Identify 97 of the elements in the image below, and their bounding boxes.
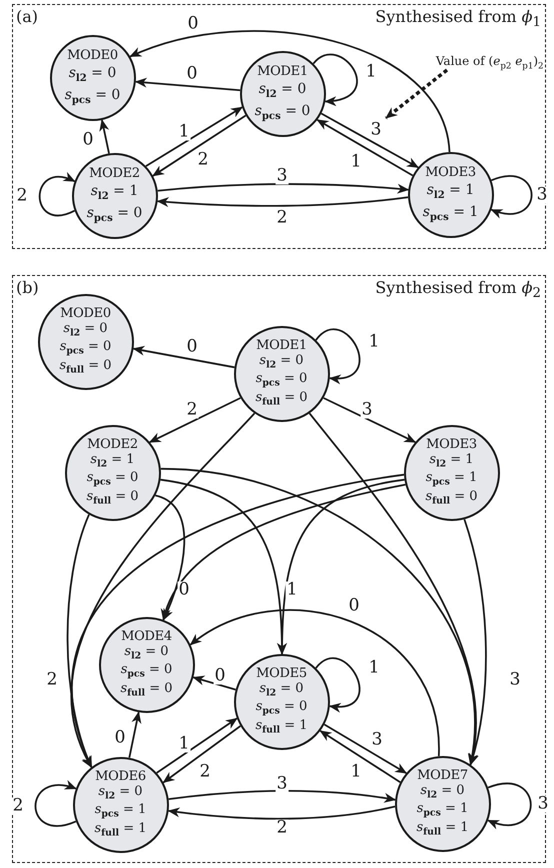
- state-equation: s$_{pcs}$ = 0: [64, 86, 120, 106]
- transition-arrow: [464, 519, 487, 766]
- edge-label: 1: [178, 124, 190, 140]
- annotation-text: Value of (e$_{p2}$ e$_{p1}$)$_{2}$: [408, 52, 544, 75]
- transition-arrow: [316, 119, 414, 176]
- transition-arrow: [315, 657, 360, 712]
- transition-arrow: [487, 782, 532, 828]
- state-equation: s$_{full}$ = 0: [425, 490, 478, 508]
- state-equation: s$_{pcs}$ = 0: [256, 372, 308, 390]
- state-name: MODE1: [257, 64, 308, 80]
- transition-arrow: [320, 730, 401, 783]
- transition-arrow: [38, 172, 76, 216]
- state-equation: s$_{pcs}$ = 1: [416, 802, 468, 820]
- transition-arrow: [312, 54, 358, 106]
- edge-label: 2: [12, 798, 24, 814]
- transition-arrow: [158, 183, 410, 194]
- transition-arrow: [34, 780, 77, 827]
- transition-arrow: [190, 609, 440, 756]
- state-equation: s$_{l2}$ = 0: [259, 682, 304, 700]
- transition-arrow: [99, 119, 110, 154]
- state-equation: s$_{l2}$ = 1: [90, 183, 138, 203]
- edge-label: 3: [276, 776, 288, 792]
- transition-arrow: [128, 711, 142, 758]
- transition-arrow: [152, 114, 246, 177]
- state-equation: s$_{full}$ = 1: [416, 820, 469, 838]
- state-name: MODE2: [89, 166, 140, 182]
- state-equation: s$_{l2}$ = 0: [259, 354, 304, 372]
- panel-tag: (b): [16, 278, 39, 297]
- transition-arrow: [145, 106, 243, 167]
- edge-label: 1: [286, 582, 298, 598]
- panel-tag: (a): [16, 7, 38, 26]
- state-equation: s$_{pcs}$ = 0: [86, 204, 142, 224]
- transition-arrow: [324, 724, 408, 774]
- state-name: MODE4: [121, 630, 172, 644]
- edge-label: 3: [536, 796, 550, 812]
- transition-arrow: [156, 718, 238, 774]
- transition-arrow: [315, 328, 360, 384]
- state-equation: s$_{l2}$ = 0: [124, 645, 169, 662]
- state-equation: s$_{l2}$ = 0: [420, 784, 465, 802]
- state-equation: s$_{l2}$ = 1: [429, 453, 474, 470]
- state-equation: s$_{pcs}$ = 0: [86, 471, 138, 489]
- state-equation: s$_{full}$ = 0: [86, 490, 139, 508]
- state-equation: s$_{full}$ = 0: [120, 682, 173, 700]
- state-equation: s$_{pcs}$ = 0: [60, 340, 112, 358]
- edge-label: 3: [360, 402, 374, 418]
- state-equation: s$_{l2}$ = 0: [68, 65, 116, 85]
- state-equation: s$_{full}$ = 0: [255, 390, 308, 408]
- dashed-panel: [12, 4, 546, 249]
- state-equation: s$_{pcs}$ = 0: [120, 663, 172, 681]
- edge-label: 3: [536, 186, 548, 204]
- state-name: MODE0: [60, 306, 111, 322]
- state-name: MODE3: [425, 166, 476, 180]
- state-name: MODE1: [256, 338, 307, 354]
- transition-arrow: [490, 175, 532, 218]
- state-equation: s$_{pcs}$ = 1: [94, 803, 146, 821]
- leader-arrow: [384, 68, 448, 120]
- transition-arrow: [323, 397, 416, 443]
- state-equation: s$_{l2}$ = 1: [90, 453, 135, 470]
- state-equation: s$_{l2}$ = 1: [426, 182, 474, 202]
- state-equation: s$_{pcs}$ = 1: [426, 471, 478, 489]
- state-equation: s$_{l2}$ = 0: [98, 785, 143, 802]
- edge-label: 3: [276, 168, 288, 184]
- transition-arrow: [134, 78, 240, 92]
- panel-title: Synthesised from ϕ$_{2}$: [375, 278, 541, 302]
- state-name: MODE7: [417, 768, 468, 784]
- transition-arrow: [71, 474, 404, 768]
- transition-arrow: [162, 484, 406, 621]
- state-name: MODE6: [95, 770, 146, 784]
- transition-arrow: [70, 412, 256, 768]
- edge-label: 2: [186, 402, 198, 418]
- transition-arrow: [277, 478, 405, 655]
- transition-arrow: [162, 725, 241, 784]
- state-name: MODE3: [426, 438, 477, 452]
- transition-arrow: [156, 196, 408, 208]
- state-equation: s$_{pcs}$ = 0: [256, 700, 308, 718]
- state-equation: s$_{pcs}$ = 0: [254, 102, 310, 122]
- panel-title: Synthesised from ϕ$_{1}$: [375, 7, 541, 30]
- state-equation: s$_{pcs}$ = 1: [422, 204, 478, 224]
- transition-arrow: [192, 676, 236, 690]
- transition-arrow: [129, 30, 450, 152]
- state-name: MODE5: [256, 666, 307, 682]
- edge-label: 1: [178, 736, 190, 752]
- state-name: MODE2: [87, 438, 138, 452]
- transition-arrow: [155, 494, 186, 621]
- state-equation: s$_{l2}$ = 0: [63, 322, 108, 340]
- state-equation: s$_{l2}$ = 0: [258, 81, 306, 101]
- state-equation: s$_{full}$ = 0: [59, 358, 112, 376]
- transition-arrow: [132, 346, 235, 368]
- state-equation: s$_{full}$ = 1: [94, 822, 147, 840]
- transition-arrow: [168, 790, 396, 803]
- state-name: MODE0: [67, 48, 118, 64]
- edge-label: 0: [214, 668, 226, 684]
- transition-arrow: [148, 397, 241, 443]
- transition-arrow: [320, 112, 419, 168]
- transition-arrow: [168, 806, 396, 820]
- dashed-panel: [12, 275, 546, 863]
- state-equation: s$_{full}$ = 1: [255, 718, 308, 736]
